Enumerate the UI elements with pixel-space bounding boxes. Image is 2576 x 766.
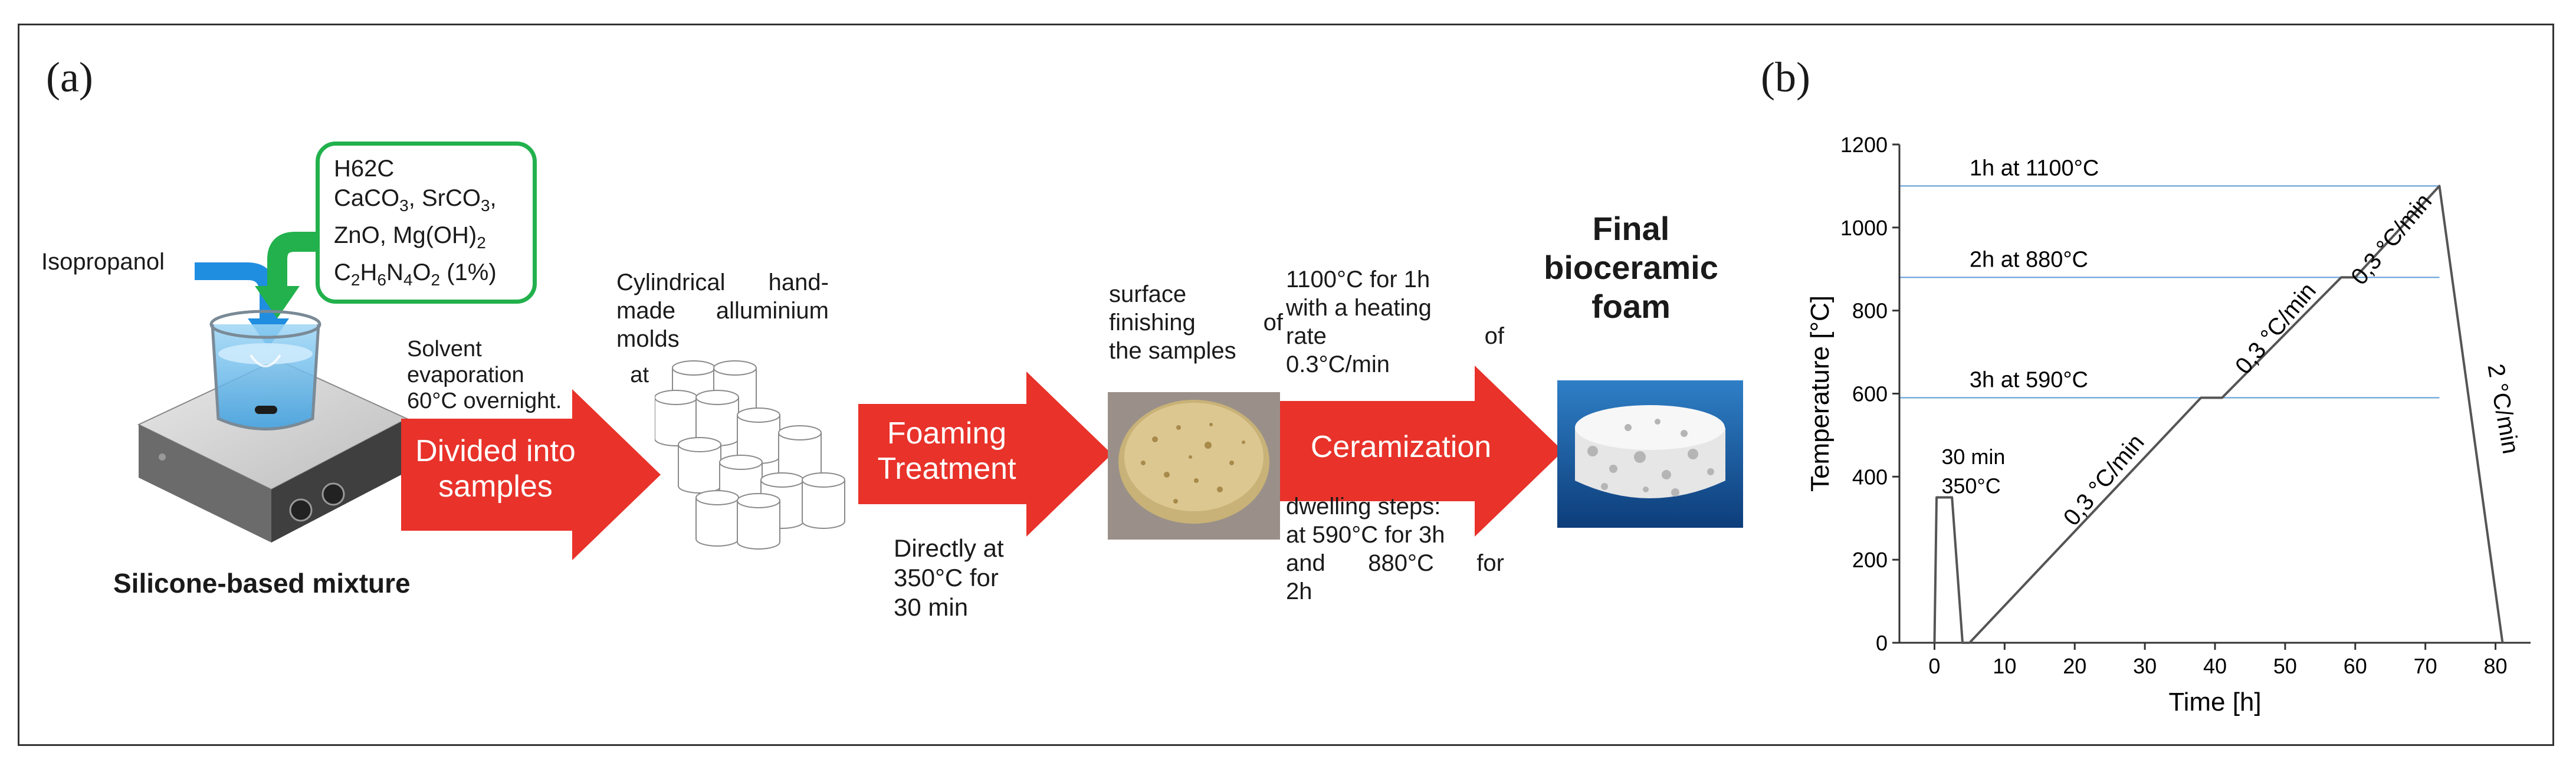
x-tick-label-20: 20 — [2063, 654, 2086, 678]
reagent-box: H62C CaCO3, SrCO3, ZnO, Mg(OH)2 C2H6N4O2… — [316, 142, 537, 304]
x-tick-label-70: 70 — [2414, 654, 2437, 678]
final-foam-caption: Final bioceramic foam — [1544, 210, 1718, 325]
x-axis-label: Time [h] — [2168, 688, 2261, 716]
figure-frame — [18, 24, 2554, 746]
dwelling-steps: dwelling steps: at 590°C for 3h and 880°… — [1286, 494, 1504, 604]
y-tick-label-1200: 1200 — [1840, 133, 1888, 157]
ceramization-conditions: 1100°C for 1h with a heating rate of 0.3… — [1286, 267, 1504, 377]
annotation-2: 0,3 °C/min — [2059, 429, 2150, 531]
temperature-series-0 — [1933, 185, 2504, 644]
panel-a-label: (a) — [46, 54, 93, 101]
y-tick-label-800: 800 — [1852, 299, 1888, 323]
y-tick-label-400: 400 — [1852, 465, 1888, 489]
arrow2-label: Foaming Treatment — [877, 416, 1016, 486]
arrow3-label: Ceramization — [1310, 430, 1492, 464]
arrow-ceramization — [1280, 366, 1563, 537]
bioceramic-foam-photo — [1557, 380, 1743, 528]
arrow1-label: Divided into samples — [415, 434, 576, 504]
arrow-divided-into-samples — [401, 389, 661, 560]
annotation-4: 0,3 °C/min — [2346, 189, 2437, 290]
reference-label-2: 3h at 590°C — [1970, 368, 2088, 393]
y-tick-label-0: 0 — [1876, 631, 1888, 655]
annotation-5: 2 °C/min — [2482, 362, 2524, 456]
reagent-arrow — [255, 232, 336, 318]
x-tick-label-40: 40 — [2203, 654, 2227, 678]
annotation-0: 30 min — [1941, 445, 2005, 469]
molds-caption: Cylindrical hand- made alluminium molds — [616, 269, 829, 352]
x-tick-label-0: 0 — [1928, 654, 1940, 678]
reagent-line-3: ZnO, Mg(OH)2 — [334, 222, 486, 252]
y-tick-label-1000: 1000 — [1840, 216, 1888, 240]
surface-caption: surface finishing of the samples — [1109, 281, 1283, 364]
arrow-foaming-treatment — [858, 372, 1112, 537]
isopropanol-label: Isopropanol — [41, 249, 165, 275]
mixture-label: Silicone-based mixture — [113, 568, 411, 599]
x-tick-label-80: 80 — [2484, 654, 2508, 678]
y-tick-label-200: 200 — [1852, 548, 1888, 572]
x-tick-label-10: 10 — [1993, 654, 2016, 678]
reagent-line-2: CaCO3, SrCO3, — [334, 185, 497, 215]
reference-label-1: 2h at 880°C — [1970, 247, 2088, 272]
x-tick-label-30: 30 — [2133, 654, 2157, 678]
y-tick-label-600: 600 — [1852, 382, 1888, 406]
hotplate-stirrer-illustration — [137, 310, 409, 543]
temperature-profile-chart: 1h at 1100°C2h at 880°C3h at 590°C 02004… — [1806, 133, 2531, 716]
molds-illustration — [655, 360, 845, 550]
foaming-conditions: Directly at 350°C for 30 min — [894, 534, 1004, 621]
y-axis-label: Temperature [°C] — [1806, 295, 1835, 492]
annotation-3: 0,3 °C/min — [2230, 278, 2321, 379]
solvent-note: Solvent evaporation at 60°C overnight. — [407, 337, 649, 413]
x-tick-label-50: 50 — [2273, 654, 2297, 678]
reference-label-0: 1h at 1100°C — [1970, 156, 2099, 180]
x-tick-label-60: 60 — [2344, 654, 2367, 678]
reagent-line-1: H62C — [334, 156, 395, 182]
panel-b-label: (b) — [1761, 54, 1810, 101]
annotation-1: 350°C — [1941, 474, 2000, 498]
reagent-line-4: C2H6N4O2 (1%) — [334, 259, 497, 289]
foamed-sample-photo — [1108, 392, 1280, 540]
